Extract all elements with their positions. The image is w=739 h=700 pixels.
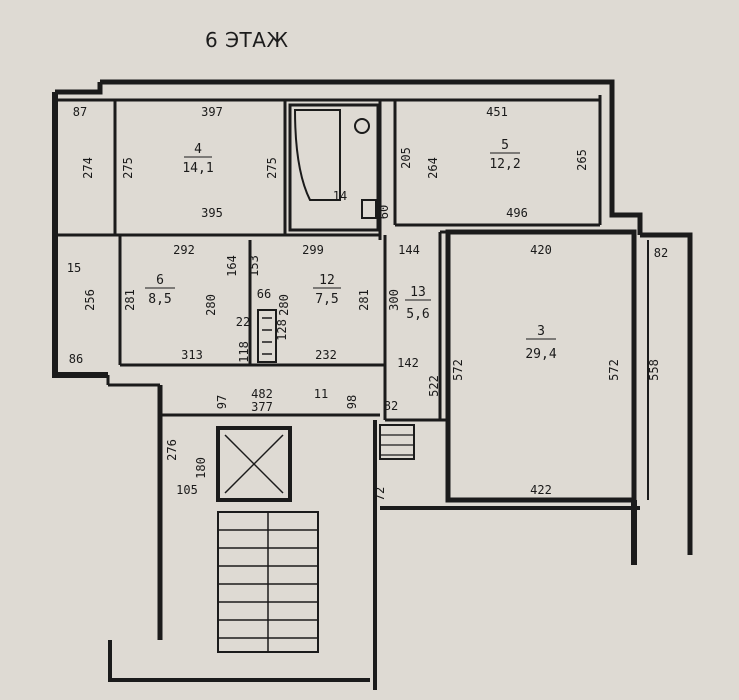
dimension-label: 274 — [81, 157, 95, 179]
dimension-label: 144 — [398, 243, 420, 257]
room-area: 29,4 — [525, 347, 556, 362]
room-number: 5 — [501, 138, 509, 153]
dimension-label: 87 — [73, 105, 87, 119]
dimension-label: 153 — [247, 255, 261, 277]
dimension-label: 11 — [314, 387, 328, 401]
dimension-label: 572 — [451, 359, 465, 381]
room-number: 13 — [410, 285, 426, 300]
dimension-label: 377 — [251, 400, 273, 414]
dimension-label: 276 — [165, 439, 179, 461]
dimension-label: 280 — [204, 294, 218, 316]
dimension-label: 281 — [123, 289, 137, 311]
room-number: 4 — [194, 142, 202, 157]
dimension-label: 142 — [397, 356, 419, 370]
dimension-label: 522 — [427, 375, 441, 397]
dimension-label: 97 — [215, 395, 229, 409]
dimension-label: 300 — [387, 289, 401, 311]
room-area: 12,2 — [489, 157, 520, 172]
dimension-label: 180 — [194, 457, 208, 479]
room-number: 6 — [156, 273, 164, 288]
dimension-label: 22 — [236, 315, 250, 329]
room-area: 14,1 — [182, 161, 213, 176]
dimension-label: 280 — [277, 294, 291, 316]
dimension-label: 82 — [654, 246, 668, 260]
dimension-label: 395 — [201, 206, 223, 220]
dimension-label: 164 — [225, 255, 239, 277]
dimension-label: 66 — [257, 287, 271, 301]
dimension-label: 264 — [426, 157, 440, 179]
dimension-label: 86 — [69, 352, 83, 366]
dimension-label: 482 — [251, 387, 273, 401]
dimension-label: 15 — [67, 261, 81, 275]
dimension-label: 496 — [506, 206, 528, 220]
room-area: 7,5 — [315, 292, 338, 307]
dimension-label: 299 — [302, 243, 324, 257]
dimension-label: 265 — [575, 149, 589, 171]
dimension-label: 275 — [121, 157, 135, 179]
dimension-label: 572 — [607, 359, 621, 381]
dimension-label: 205 — [399, 147, 413, 169]
dimension-label: 422 — [530, 483, 552, 497]
dimension-label: 105 — [176, 483, 198, 497]
dimension-label: 72 — [373, 487, 387, 501]
dimension-label: 98 — [345, 395, 359, 409]
room-area: 5,6 — [406, 307, 429, 322]
dimension-label: 420 — [530, 243, 552, 257]
dimension-label: 14 — [333, 189, 347, 203]
dimension-label: 60 — [377, 205, 391, 219]
room-number: 12 — [319, 273, 335, 288]
dimension-label: 82 — [384, 399, 398, 413]
page-title: 6 ЭТАЖ — [205, 28, 289, 52]
room-area: 8,5 — [148, 292, 171, 307]
dimension-label: 128 — [275, 319, 289, 341]
dimension-label: 313 — [181, 348, 203, 362]
dimension-label: 292 — [173, 243, 195, 257]
dimension-label: 256 — [83, 289, 97, 311]
dimension-label: 397 — [201, 105, 223, 119]
dimension-label: 118 — [237, 341, 251, 363]
room-number: 3 — [537, 324, 545, 339]
dimension-label: 281 — [357, 289, 371, 311]
dimension-label: 451 — [486, 105, 508, 119]
dimension-label: 275 — [265, 157, 279, 179]
dimension-label: 232 — [315, 348, 337, 362]
dimension-label: 558 — [647, 359, 661, 381]
